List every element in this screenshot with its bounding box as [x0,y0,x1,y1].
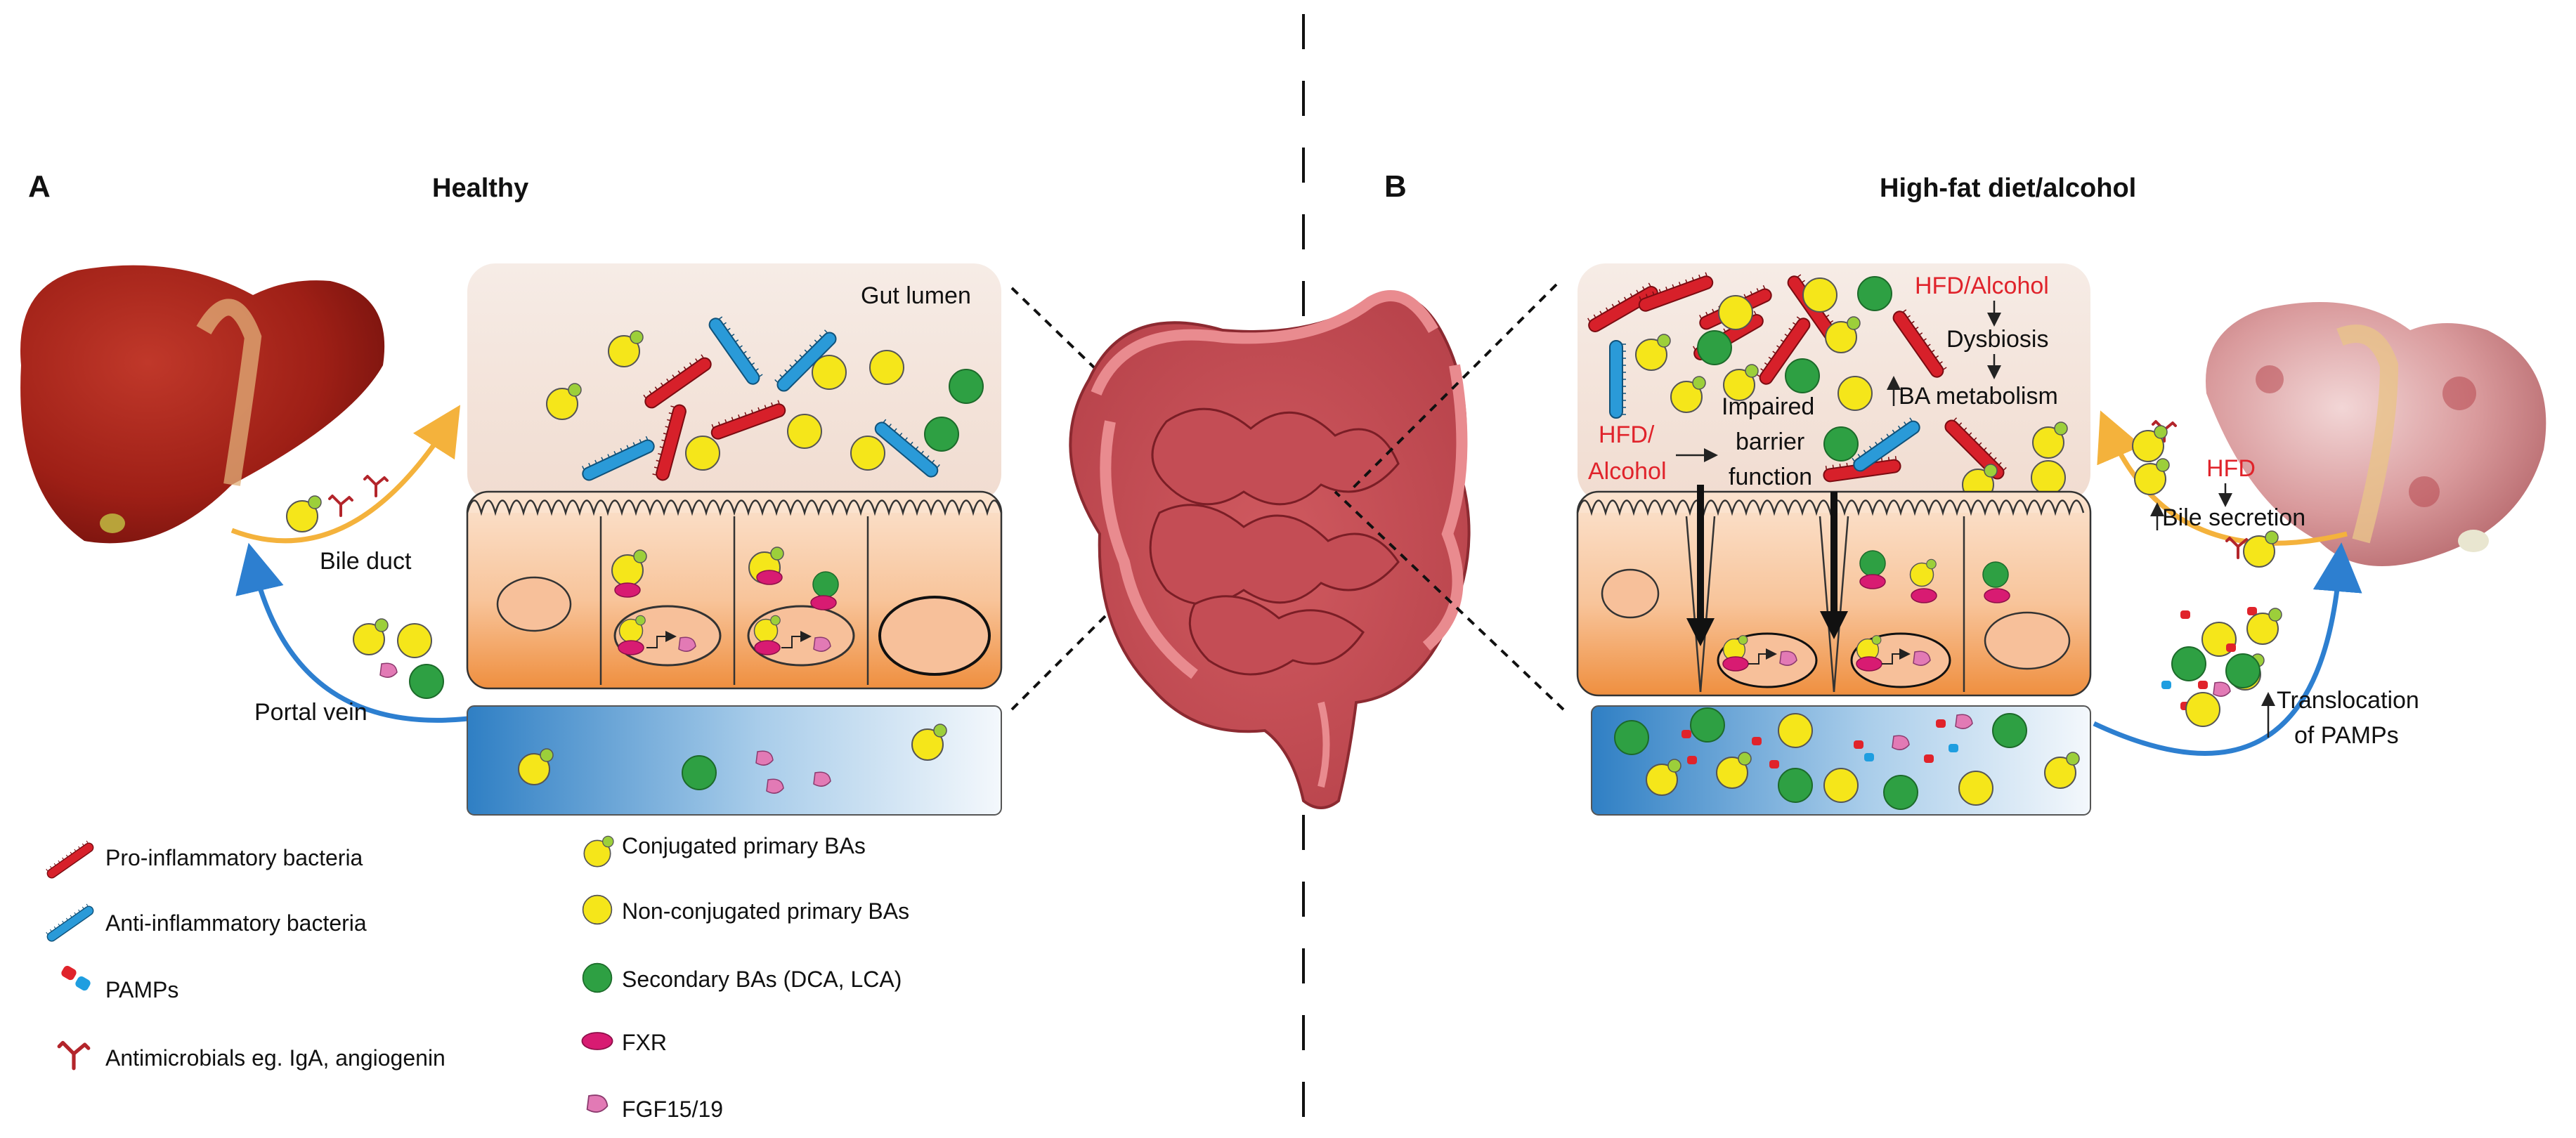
legend-anti-bacteria: Anti-inflammatory bacteria [105,910,367,936]
bile-duct-antimicrobial-2 [363,475,389,497]
legend-nonconjugated-icon [582,894,613,925]
legend-pamps-icon [60,964,92,993]
leak-arrow-2-head [1820,611,1848,639]
hfd-alcohol-left-2: Alcohol [1588,458,1667,485]
legend-fgf: FGF15/19 [622,1097,723,1122]
legend-fxr: FXR [622,1030,667,1055]
legend-antimicrobials-icon [59,1042,89,1068]
bile-duct-ba [286,495,322,532]
translocation-contents [2161,607,2282,727]
portal-ba-2 [397,623,432,658]
zoom-line-b-bottom [1334,490,1565,711]
legend-pamps: PAMPs [105,977,178,1002]
legend-nonconjugated: Non-conjugated primary BAs [622,898,909,924]
zoom-line-b-top [1348,283,1558,493]
bile-hfd-ba-1 [2132,425,2168,462]
legend-secondary-icon [582,962,613,993]
gut-lumen-label: Gut lumen [861,282,971,309]
healthy-liver [20,265,385,544]
dysbiosis-label: Dysbiosis [1946,326,2048,353]
panel-b-title: High-fat diet/alcohol [1880,174,2136,203]
legend-anti-bacteria-icon [44,902,96,943]
portal-fgf [379,662,398,678]
legend-secondary: Secondary BAs (DCA, LCA) [622,967,902,992]
legend-fgf-icon [586,1094,609,1113]
ba-metabolism-label: BA metabolism [1899,383,2058,410]
portal-vein-arrow [235,542,486,723]
translocation-2: of PAMPs [2294,722,2399,749]
impaired-2: barrier [1736,429,1804,455]
panel-a-title: Healthy [432,174,528,203]
legend-pro-bacteria: Pro-inflammatory bacteria [105,845,363,870]
bile-duct-antimicrobial-1 [328,495,353,517]
hfd-label: HFD [2206,455,2256,482]
leak-arrow-1-head [1686,618,1715,646]
blood-vessel-healthy [467,705,1002,816]
legend: Pro-inflammatory bacteria Anti-inflammat… [44,833,909,1122]
legend-pro-bacteria-icon [44,839,96,880]
bile-hfd-ba-3 [2243,530,2279,568]
translocation-1: Translocation [2277,687,2419,714]
bile-duct-label: Bile duct [320,548,412,575]
legend-antimicrobials: Antimicrobials eg. IgA, angiogenin [105,1045,445,1071]
panel-b: B High-fat diet/alcohol [1334,169,2546,816]
portal-ba-1 [353,618,389,655]
legend-conjugated-icon [583,835,614,868]
hfd-alcohol-top: HFD/Alcohol [1915,273,2049,299]
legend-conjugated: Conjugated primary BAs [622,833,866,858]
portal-sec-ba [409,664,444,699]
impaired-3: function [1729,464,1812,490]
hfd-alcohol-left-1: HFD/ [1599,421,1655,448]
legend-fxr-icon [581,1032,613,1050]
fatty-liver [2206,302,2546,566]
bile-secretion-label: Bile secretion [2162,504,2305,531]
panel-b-letter: B [1384,169,1407,204]
panel-a-letter: A [28,169,51,204]
portal-vein-label: Portal vein [254,699,367,726]
epithelium-healthy [466,490,1003,690]
impaired-1: Impaired [1722,393,1814,420]
intestine-illustration [1069,290,1471,809]
bile-arrow-hfd [2097,410,2348,546]
panel-a: A Healthy Bile duct Portal vein Gut lume… [20,169,1238,816]
bile-duct-arrow [230,405,461,544]
bile-hfd-ba-2 [2134,458,2170,495]
